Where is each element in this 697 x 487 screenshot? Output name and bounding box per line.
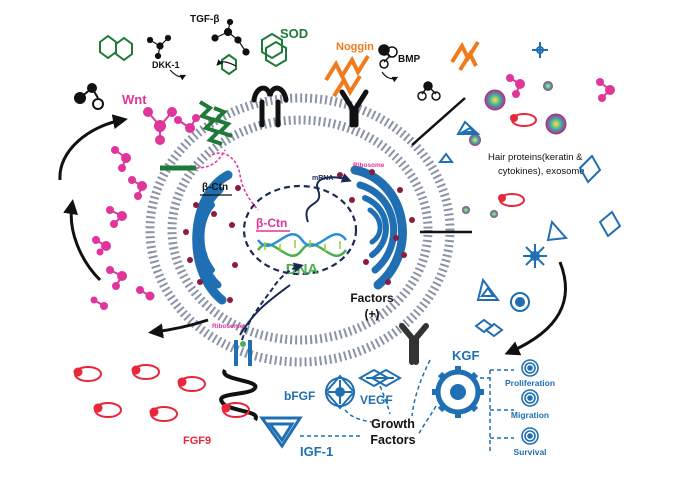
hair-protein-export-line [411, 97, 466, 146]
bmp-molecule-icon-2 [417, 81, 441, 101]
bfgf-label: bFGF [284, 389, 315, 403]
blue-protein-icons-right [438, 42, 622, 338]
growth-label: Growth [371, 417, 415, 431]
er-right [350, 165, 407, 290]
wnt-loop-arrow-top [58, 114, 128, 181]
noggin-label: Noggin [336, 41, 374, 53]
kgf-receptor [399, 323, 429, 365]
bmp-small-arrow [381, 71, 399, 83]
tgf-molecule-icon [211, 18, 250, 56]
survival-label: Survival [513, 447, 546, 457]
red-ring-molecule-icons [498, 113, 537, 207]
tgf-receptor [251, 85, 289, 128]
fgf9-molecule-icons [73, 364, 250, 422]
ribosome-label-top: Ribosome [353, 162, 385, 169]
noggin-molecule-icon [324, 54, 370, 98]
kgf-icon [432, 366, 484, 418]
dna-helix [256, 233, 348, 257]
bmp-molecule-icon [378, 44, 398, 69]
er-left [192, 170, 233, 305]
mrna-label: mRNA [312, 175, 333, 182]
proliferation-label: Proliferation [505, 378, 555, 388]
frizzled-dashed-link [195, 149, 226, 169]
beta-ctn-nucleus-label: β-Ctn [256, 216, 287, 230]
dkk-small-arrow [169, 69, 187, 81]
cell-exit-arrow [148, 318, 209, 339]
hair-proteins-label-line2: cytokines), exosome [498, 166, 585, 177]
igf1-label: IGF-1 [300, 444, 333, 459]
nucleus [242, 184, 358, 276]
bfgf-icon [324, 374, 356, 410]
tgf-small-arrow [216, 59, 237, 67]
kgf-label: KGF [452, 348, 480, 363]
bmp-receptor [339, 89, 369, 128]
magenta-molecule-icons-right [506, 74, 615, 102]
vegf-icon [357, 368, 403, 388]
migration-label: Migration [511, 410, 549, 420]
green-molecule-icon-2 [221, 53, 237, 76]
right-side-arrow [504, 261, 568, 356]
fgf9-label: FGF9 [183, 435, 211, 447]
cell-membrane [145, 93, 455, 367]
sod-molecule-icon [261, 32, 287, 68]
hair-proteins-label-line1: Hair proteins(keratin & [488, 152, 583, 163]
bmp-label: BMP [398, 54, 421, 65]
wnt-black-molecule-icon [74, 83, 104, 110]
noggin-molecule-icon-2 [450, 40, 480, 72]
sod-label: SOD [280, 26, 308, 41]
ribosome-label-bottom: Ribosome [212, 323, 244, 330]
tgf-beta-label: TGF-β [190, 14, 219, 25]
growth-factors-label: Factors [370, 433, 415, 447]
fgf-receptor [219, 340, 258, 422]
nucleus-outgoing-path [239, 284, 291, 336]
beta-ctn-membrane-label: β-Ctn [202, 182, 228, 193]
factors-label: Factors [350, 291, 394, 305]
dkk1-label: DKK-1 [152, 60, 180, 70]
factors-plus-label: (+) [365, 307, 380, 321]
wnt-label: Wnt [122, 92, 147, 107]
dkk1-molecule-icon [146, 34, 172, 60]
dna-label: DNA [286, 261, 319, 278]
survival-icon [521, 427, 539, 445]
migration-icon [521, 389, 539, 407]
proliferation-icon [521, 359, 539, 377]
wnt-loop-arrow-left [63, 199, 102, 282]
green-molecule-icon [99, 34, 133, 62]
wnt-molecule-icons [90, 107, 200, 310]
frizzled-receptor [198, 100, 233, 146]
mrna-strand [305, 173, 352, 223]
growth-factor-connectors [300, 359, 514, 452]
vegf-label: VEGF [360, 393, 393, 407]
exosome-orb-icons [462, 81, 567, 218]
igf1-icon [259, 416, 303, 449]
